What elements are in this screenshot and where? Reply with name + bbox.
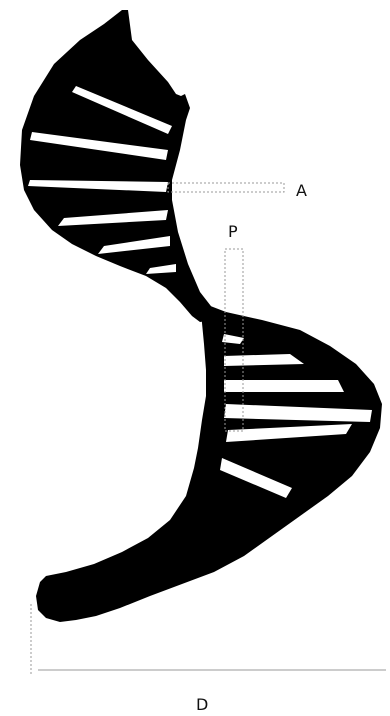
stair-tread <box>220 458 292 498</box>
label-a: A <box>296 181 307 200</box>
stair-tread <box>224 380 344 392</box>
stair-tread <box>222 334 244 344</box>
stair-tread <box>224 354 304 366</box>
dimension-a-box <box>167 182 285 193</box>
dimension-p: P <box>224 222 244 432</box>
stair-tread <box>224 404 372 422</box>
upper-stair-section <box>20 10 226 322</box>
stair-tread <box>72 86 172 134</box>
stair-tread <box>98 236 170 254</box>
dimension-a: A <box>167 181 307 200</box>
stair-tread <box>30 132 168 160</box>
stair-tread <box>146 264 176 274</box>
lower-stair-section <box>36 302 382 622</box>
label-d: D <box>196 695 208 714</box>
dimension-d: D <box>30 604 386 714</box>
stair-tread <box>28 180 168 192</box>
dimension-p-box <box>224 248 244 432</box>
stair-tread <box>226 424 352 442</box>
label-p: P <box>228 222 238 241</box>
stair-tread <box>58 210 168 226</box>
upper-treads <box>28 86 176 274</box>
lower-treads <box>220 334 372 498</box>
staircase-illustration <box>20 10 382 622</box>
